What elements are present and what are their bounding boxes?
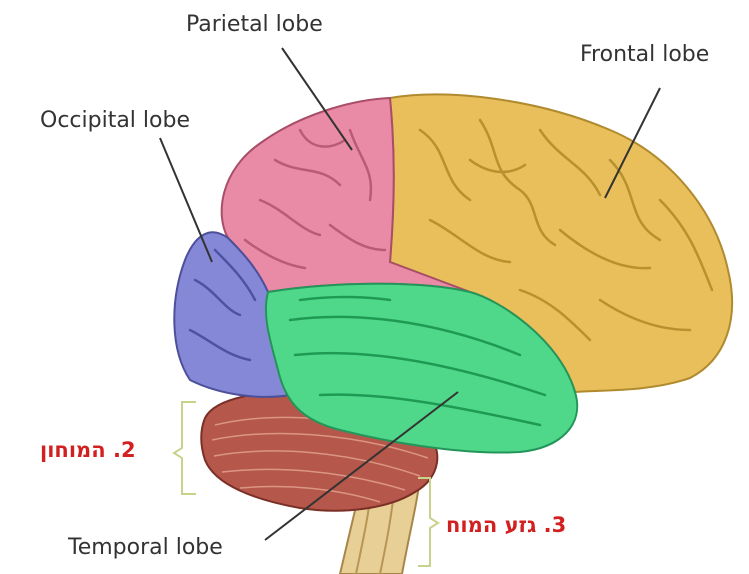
brainstem-label: 3. גזע המוח <box>446 513 566 537</box>
brainstem-bracket <box>418 478 438 566</box>
cerebellum-bracket <box>174 402 196 494</box>
frontal-lobe-label: Frontal lobe <box>580 42 709 67</box>
temporal-lobe-label: Temporal lobe <box>68 535 223 560</box>
cerebellum-label: 2. המוחון <box>40 438 136 462</box>
parietal-lobe-label: Parietal lobe <box>186 12 323 37</box>
occipital-lobe-label: Occipital lobe <box>40 108 190 133</box>
